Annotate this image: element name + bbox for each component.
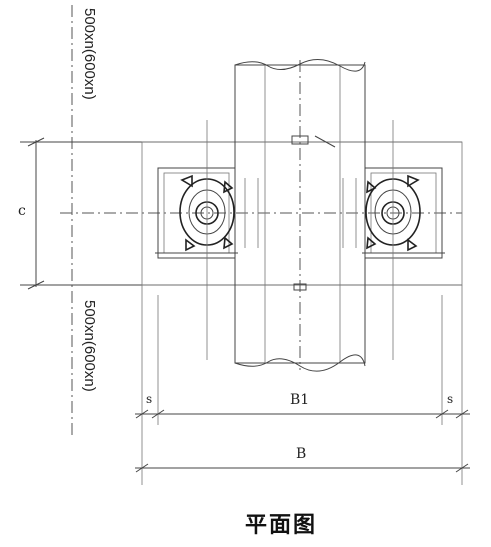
b-dimension-label: B [296,446,307,462]
c-dimension-label: c [18,203,26,219]
b1-dimension-label: B1 [290,392,310,408]
s-left-dimension-label: s [146,392,153,406]
s-right-dimension-label: s [447,392,454,406]
base-plate-outline [141,141,463,286]
bottom-vertical-dimension-label: 500xn(600xn) [81,300,98,392]
plan-view-caption: 平面图 [245,513,318,538]
top-vertical-dimension-label: 500xn(600xn) [81,8,98,100]
left-bearing-block [155,167,259,259]
